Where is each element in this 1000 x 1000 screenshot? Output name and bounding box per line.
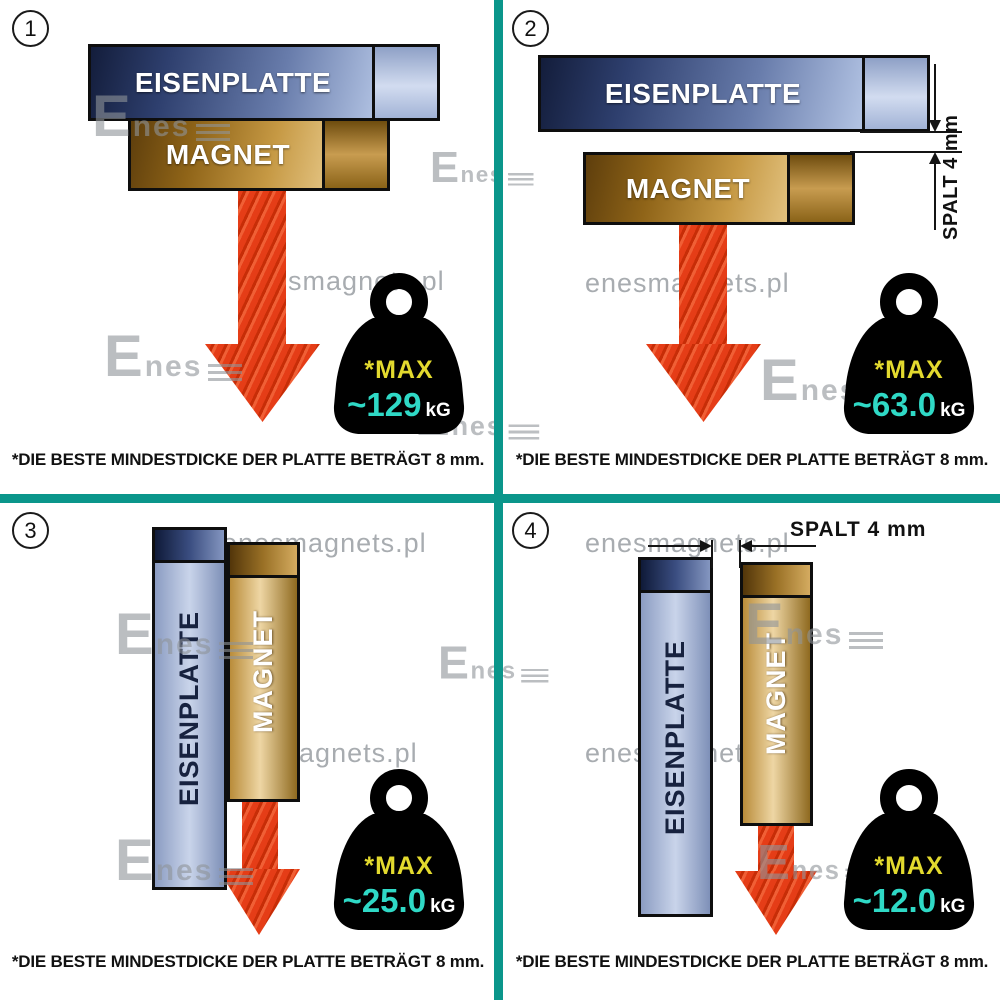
- kettlebell-icon: [333, 273, 465, 434]
- enes-logo-text: Enes: [430, 143, 504, 192]
- panel3-iron-plate: EISENPLATTE: [152, 527, 227, 890]
- enes-logo-lines-icon: [219, 642, 254, 660]
- panel4-footnote: *DIE BESTE MINDESTDICKE DER PLATTE BETRÄ…: [513, 952, 991, 972]
- panel4-magnet-top-face: [743, 565, 810, 598]
- panel1-magnet: MAGNET: [128, 118, 390, 191]
- panel1-magnet-end-face: [322, 121, 387, 188]
- kettlebell-icon: [843, 769, 975, 930]
- panel3-magnet-label: MAGNET: [248, 610, 278, 734]
- panel2-magnet-label: MAGNET: [625, 172, 751, 204]
- panel3-magnet-top-face: [230, 545, 297, 578]
- enes-logo-text: Enes: [745, 592, 844, 657]
- panel2-force-arrow-head: [646, 344, 761, 422]
- enes-logo-watermark: Enes: [115, 602, 254, 667]
- enes-logo-watermark: Enes: [115, 828, 254, 893]
- panel4-max-label: *MAX: [874, 852, 944, 880]
- quadrant-divider-horizontal: [0, 494, 1000, 503]
- enes-logo-watermark: Enes: [104, 324, 243, 389]
- panel4-iron-plate: EISENPLATTE: [638, 557, 713, 917]
- footnote-text: *DIE BESTE MINDESTDICKE DER PLATTE BETRÄ…: [515, 952, 935, 971]
- site-watermark: enesmagnets.pl: [585, 528, 790, 558]
- panel2-magnet: MAGNET: [583, 152, 855, 225]
- footnote-text: *DIE BESTE MINDESTDICKE DER PLATTE BETRÄ…: [515, 450, 935, 469]
- panel4-force-arrow-shaft: [758, 823, 794, 875]
- panel3-magnet: MAGNET: [227, 542, 300, 802]
- enes-logo-text: Enes: [757, 834, 841, 890]
- panel4-gap-label: SPALT 4 mm: [790, 518, 927, 541]
- panel4-value-unit: kG: [940, 896, 966, 917]
- enes-logo-lines-icon: [508, 424, 540, 441]
- panel1-value-unit: kG: [425, 400, 451, 421]
- panel2-footnote: *DIE BESTE MINDESTDICKE DER PLATTE BETRÄ…: [513, 450, 991, 470]
- panel4-magnet: MAGNET: [740, 562, 813, 826]
- enes-logo-lines-icon: [849, 632, 884, 650]
- enes-logo-watermark: Enes: [760, 348, 899, 413]
- enes-logo-text: Enes: [104, 324, 203, 389]
- enes-logo-lines-icon: [196, 124, 231, 142]
- enes-logo-text: Enes: [115, 828, 214, 893]
- panel2-number: 2: [512, 10, 549, 47]
- panel1-plate-end-face: [372, 47, 437, 118]
- enes-logo-lines-icon: [208, 364, 243, 382]
- panel2-plate-end-face: [862, 58, 927, 129]
- panel1-max-label: *MAX: [364, 356, 434, 384]
- enes-logo-text: Enes: [92, 84, 191, 149]
- enes-logo-watermark: Enes: [430, 143, 534, 192]
- footnote-bold: 8 mm.: [940, 952, 989, 971]
- panel4-gap-dimension: [648, 540, 816, 568]
- panel2-gap-label: SPALT 4 mm: [940, 114, 962, 240]
- enes-logo-watermark: Enes: [438, 636, 549, 689]
- panel4-number: 4: [512, 512, 549, 549]
- panel2-magnet-end-face: [787, 155, 852, 222]
- panel3-max-label: *MAX: [364, 852, 434, 880]
- enes-logo-lines-icon: [508, 173, 534, 187]
- panel3-force-arrow-shaft: [242, 798, 278, 873]
- panel1-value-number: ~129: [347, 386, 422, 423]
- enes-logo-text: Enes: [115, 602, 214, 667]
- enes-logo-text: Enes: [760, 348, 859, 413]
- panel2-force-arrow-shaft: [679, 223, 727, 348]
- panel2-plate-label: EISENPLATTE: [604, 77, 802, 109]
- footnote-bold: 8 mm.: [436, 450, 485, 469]
- panel3-value-number: ~25.0: [342, 882, 427, 919]
- panel2-value-number: ~63.0: [852, 386, 937, 423]
- panel3-footnote: *DIE BESTE MINDESTDICKE DER PLATTE BETRÄ…: [9, 952, 487, 972]
- panel4-value-number: ~12.0: [852, 882, 937, 919]
- panel3-number: 3: [12, 512, 49, 549]
- panel1-iron-plate: EISENPLATTE: [88, 44, 440, 121]
- panel1-footnote: *DIE BESTE MINDESTDICKE DER PLATTE BETRÄ…: [9, 450, 487, 470]
- enes-logo-watermark: Enes: [745, 592, 884, 657]
- panel2-gap-dimension: [850, 64, 962, 230]
- panel2-value-unit: kG: [940, 400, 966, 421]
- enes-logo-text: Enes: [438, 636, 517, 689]
- enes-logo-lines-icon: [219, 868, 254, 886]
- enes-logo-lines-icon: [521, 668, 549, 684]
- kettlebell-icon: [843, 273, 975, 434]
- panel1-plate-label: EISENPLATTE: [134, 66, 332, 98]
- panel1-number: 1: [12, 10, 49, 47]
- panel2-iron-plate: EISENPLATTE: [538, 55, 930, 132]
- panel1-magnet-label: MAGNET: [165, 138, 291, 170]
- panel3-value-unit: kG: [430, 896, 456, 917]
- footnote-text: *DIE BESTE MINDESTDICKE DER PLATTE BETRÄ…: [11, 952, 431, 971]
- panel1-force-arrow-shaft: [238, 188, 286, 348]
- kettlebell-icon: [333, 769, 465, 930]
- enes-logo-watermark: Enes: [92, 84, 231, 149]
- panel3-plate-top-face: [155, 530, 224, 563]
- panel4-plate-label: EISENPLATTE: [660, 639, 690, 835]
- footnote-bold: 8 mm.: [940, 450, 989, 469]
- panel2-max-label: *MAX: [874, 356, 944, 384]
- footnote-text: *DIE BESTE MINDESTDICKE DER PLATTE BETRÄ…: [11, 450, 431, 469]
- panel4-plate-top-face: [641, 560, 710, 593]
- footnote-bold: 8 mm.: [436, 952, 485, 971]
